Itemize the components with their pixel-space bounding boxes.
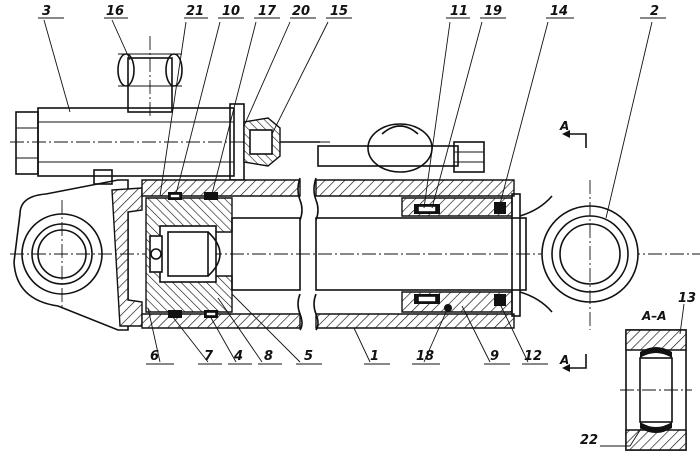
callout-6-label: 6: [150, 349, 159, 364]
callout-2-label: 2: [650, 4, 659, 19]
section-marker-bottom: A: [559, 353, 569, 367]
rod-gland: [401, 193, 521, 317]
rear-clevis-eye: [10, 179, 143, 331]
callout-13-label: 13: [678, 291, 696, 306]
callout-15-label: 15: [330, 4, 348, 19]
top-callout-labels: 3 16 21 10 17 20 15 11 19 14 2: [42, 4, 659, 19]
callout-20-label: 20: [292, 4, 310, 19]
section-marker-top: A: [559, 119, 569, 133]
callout-18-label: 18: [416, 349, 434, 364]
callout-4-label: 4: [233, 349, 243, 364]
callout-14-label: 14: [550, 4, 568, 19]
callout-10-label: 10: [222, 4, 240, 19]
callout-1-label: 1: [370, 349, 379, 364]
callout-5-label: 5: [304, 349, 313, 364]
piston-assembly: [145, 192, 527, 318]
callout-17-label: 17: [258, 4, 277, 19]
section-markers: A A: [559, 119, 587, 372]
callout-8-label: 8: [264, 349, 273, 364]
callout-7-label: 7: [204, 349, 214, 364]
bottom-callout-labels: 6 7 4 8 5 1 18 9 12: [150, 349, 542, 364]
callout-19-label: 19: [484, 4, 502, 19]
callout-12-label: 12: [524, 349, 542, 364]
callout-11-label: 11: [450, 4, 468, 19]
section-view-title: A–A: [641, 309, 667, 323]
callout-3-label: 3: [42, 4, 51, 19]
callout-22-label: 22: [580, 433, 598, 448]
callout-9-label: 9: [490, 349, 499, 364]
rod-end-eye: [519, 180, 639, 330]
top-callouts: [38, 17, 666, 219]
bottom-callouts: [146, 293, 548, 365]
callout-21-label: 21: [186, 4, 204, 19]
callout-16-label: 16: [106, 4, 124, 19]
section-view-a-a: A–A 13 22: [580, 291, 696, 451]
